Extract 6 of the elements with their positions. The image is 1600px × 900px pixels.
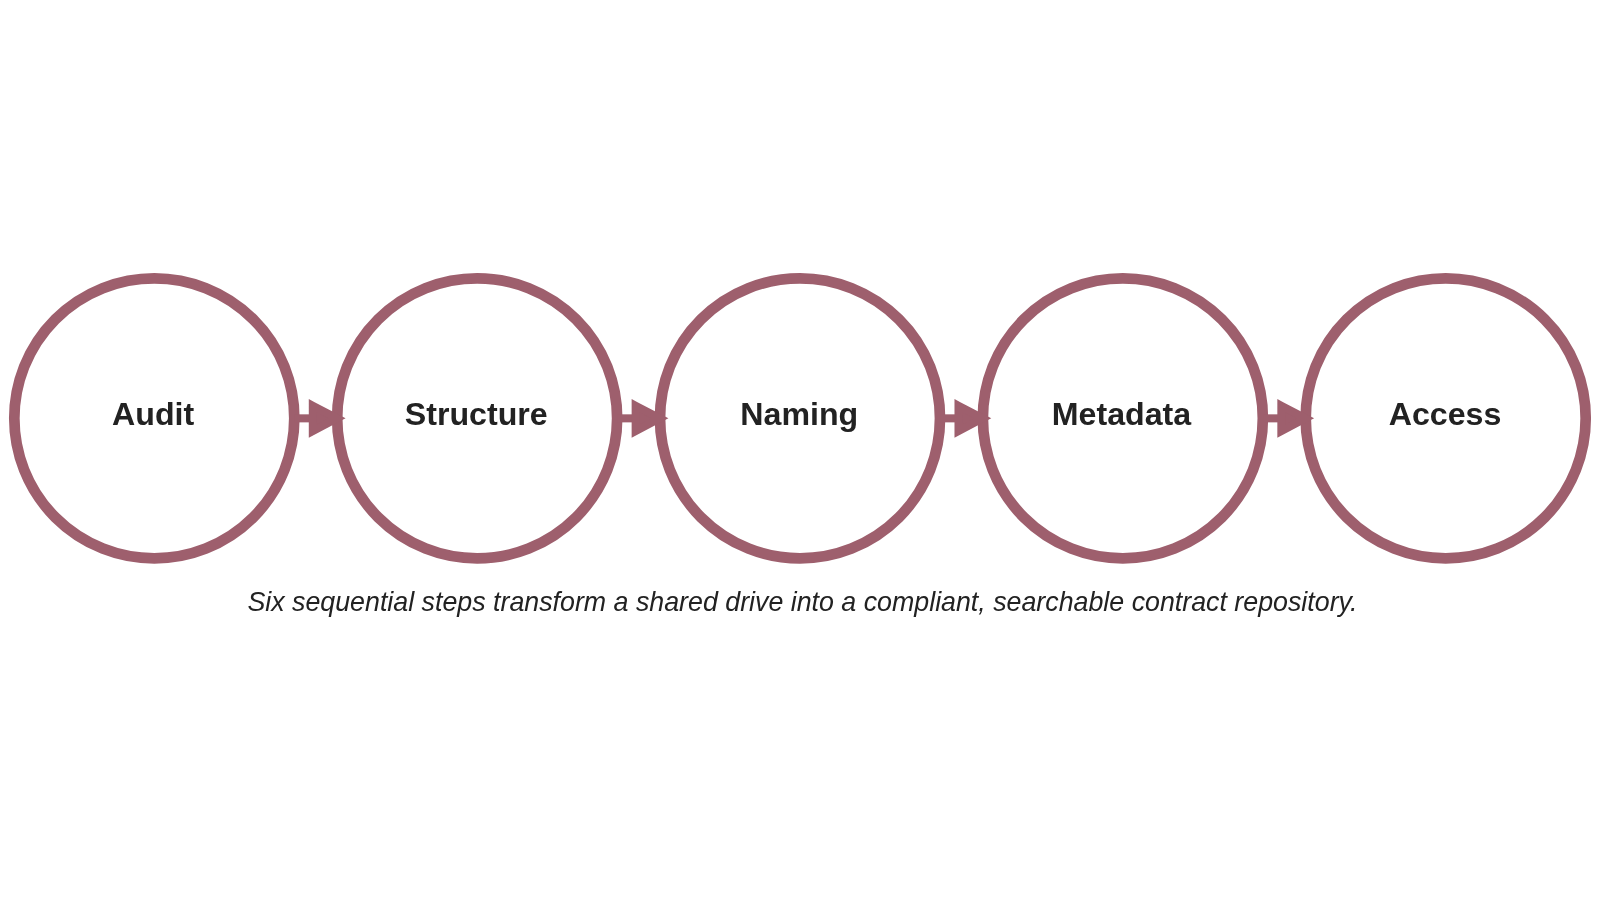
node-circle: Audit bbox=[8, 272, 300, 564]
caption: Six sequential steps transform a shared drive into a compliant, searchable contract repository. bbox=[247, 586, 1358, 617]
node-circle: Access bbox=[1300, 272, 1592, 564]
node-circle: Naming bbox=[654, 272, 946, 564]
node-circle: Metadata bbox=[977, 272, 1269, 564]
node-circle: Structure bbox=[331, 272, 623, 564]
